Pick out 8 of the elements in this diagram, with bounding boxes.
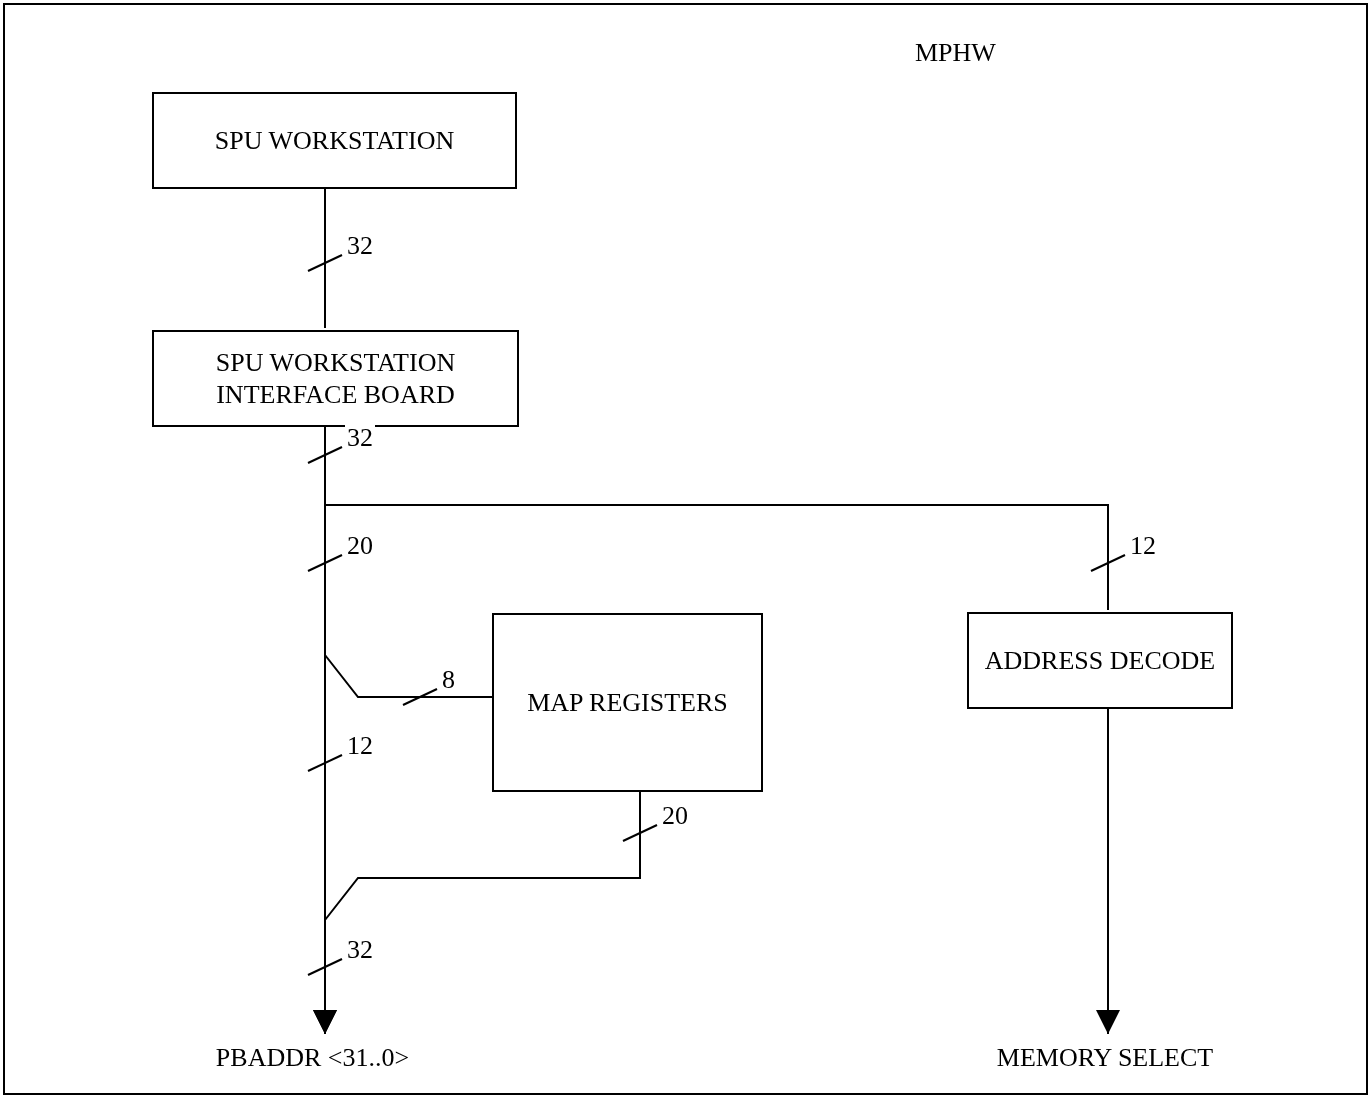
- diagram-title: MPHW: [915, 40, 996, 66]
- block-box: SPU WORKSTATION INTERFACE BOARD: [152, 330, 519, 427]
- block-box: SPU WORKSTATION: [152, 92, 517, 189]
- connector-line: [324, 188, 326, 329]
- connector-line: [313, 791, 641, 1035]
- block-box: MAP REGISTERS: [492, 613, 763, 792]
- connector-line: [1096, 708, 1120, 1035]
- block-box: ADDRESS DECODE: [967, 612, 1233, 709]
